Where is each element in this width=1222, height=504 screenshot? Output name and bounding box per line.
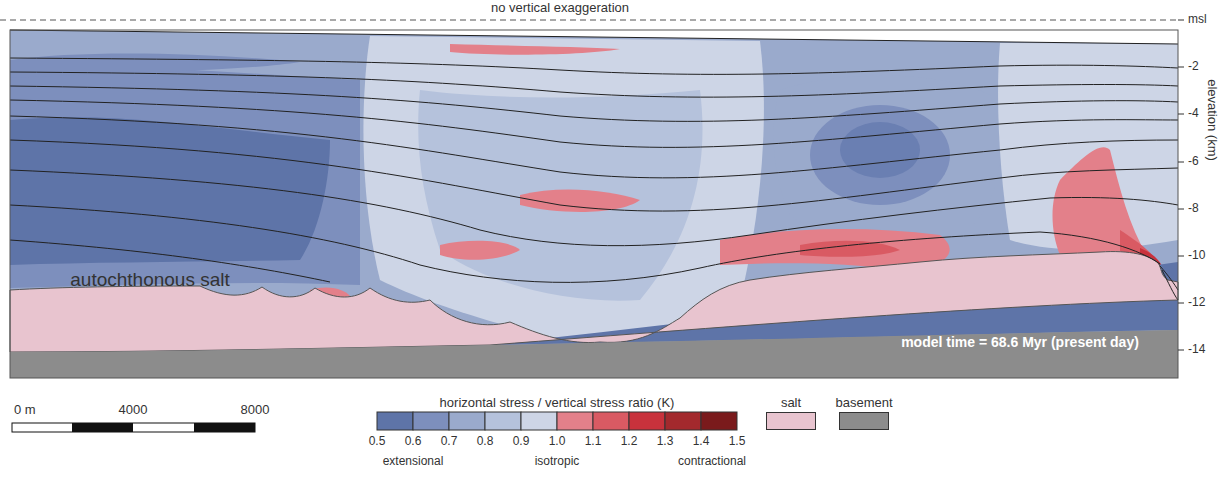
- tick-label: -2: [1188, 60, 1199, 73]
- region-label: autochthonous salt: [70, 270, 230, 291]
- colorbar-title: horizontal stress / vertical stress rati…: [440, 396, 675, 410]
- note: no vertical exaggeration: [491, 1, 629, 15]
- colorbar-end-label: extensional: [383, 455, 444, 468]
- scale-label: 8000: [241, 403, 270, 417]
- colorbar-tick: 1.2: [621, 435, 638, 448]
- colorbar-tick: 0.7: [441, 435, 458, 448]
- colorbar-tick: 1.5: [729, 435, 746, 448]
- model-time: model time = 68.6 Myr (present day): [901, 335, 1139, 350]
- colorbar-tick: 1.1: [585, 435, 602, 448]
- tick-label: -8: [1188, 202, 1199, 215]
- axis-label: msl: [1188, 13, 1207, 26]
- scale-label: 4000: [119, 403, 148, 417]
- legend-swatch: [839, 412, 889, 430]
- colorbar-tick: 0.5: [369, 435, 386, 448]
- colorbar-tick: 1.4: [693, 435, 710, 448]
- legend-swatch: [766, 412, 816, 430]
- tick-label: -14: [1188, 343, 1205, 356]
- colorbar-tick: 0.8: [477, 435, 494, 448]
- colorbar-end-label: contractional: [678, 455, 746, 468]
- colorbar-tick: 0.9: [513, 435, 530, 448]
- scale-label: 0 m: [14, 403, 36, 417]
- tick-label: -6: [1188, 155, 1199, 168]
- colorbar-mid-label: isotropic: [535, 455, 580, 468]
- colorbar-tick: 1.0: [549, 435, 566, 448]
- colorbar-tick: 0.6: [405, 435, 422, 448]
- axis-title: elevation (km): [1205, 79, 1219, 161]
- tick-label: -12: [1188, 296, 1205, 309]
- legend-label: basement: [835, 396, 892, 410]
- tick-label: -10: [1188, 249, 1205, 262]
- tick-label: -4: [1188, 107, 1199, 120]
- legend-label: salt: [781, 396, 801, 410]
- colorbar-tick: 1.3: [657, 435, 674, 448]
